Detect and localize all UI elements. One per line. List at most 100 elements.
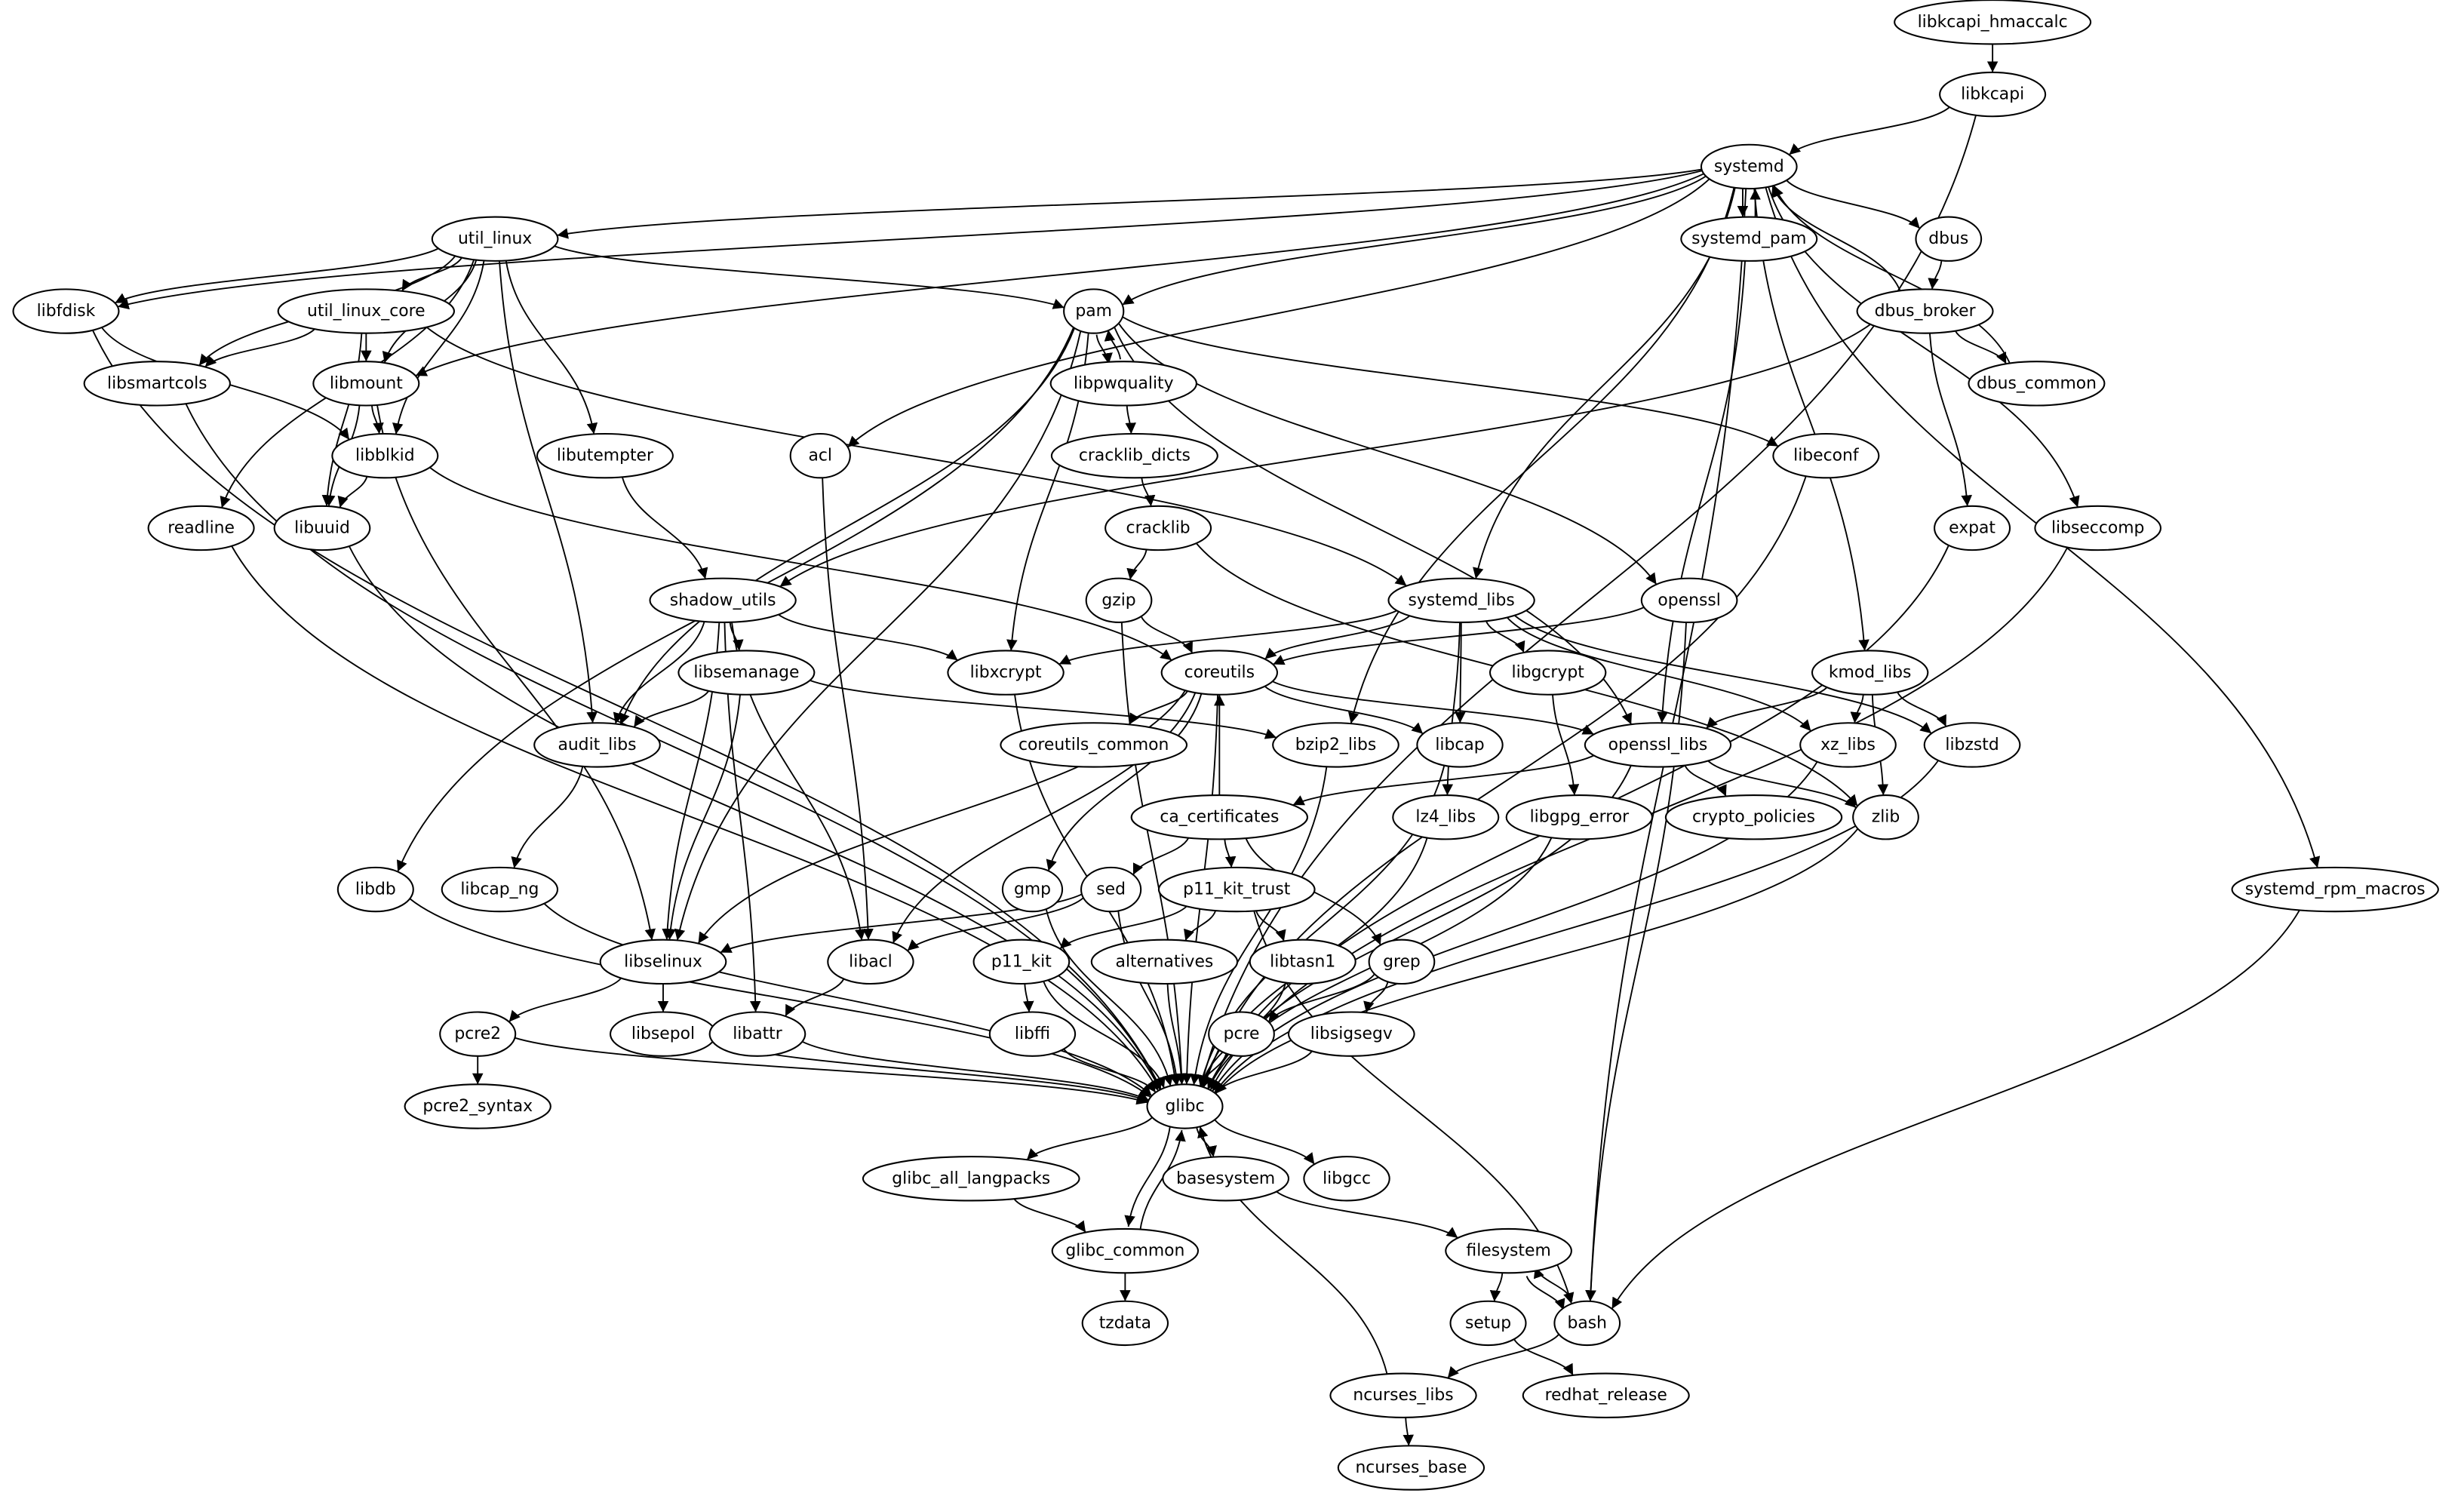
edge-p11-kit-trust-to-alternatives bbox=[1184, 910, 1217, 942]
node-label: libcap bbox=[1435, 736, 1484, 754]
node-label: p11_kit bbox=[991, 952, 1052, 971]
node-libgpg-error: libgpg_error bbox=[1505, 794, 1654, 840]
node-label: lz4_libs bbox=[1415, 808, 1476, 827]
node-cracklib: cracklib bbox=[1104, 505, 1212, 551]
node-label: ca_certificates bbox=[1160, 808, 1279, 827]
node-label: kmod_libs bbox=[1829, 663, 1912, 682]
edge-libffi-to-glibc bbox=[1063, 1048, 1157, 1093]
node-libutempter: libutempter bbox=[536, 432, 674, 479]
node-shape bbox=[708, 1011, 806, 1057]
edge-sed-to-glibc bbox=[1117, 911, 1182, 1085]
node-shape bbox=[1162, 1156, 1290, 1202]
node-libcap-ng: libcap_ng bbox=[441, 866, 559, 913]
edge-dbus-to-dbus-broker bbox=[1928, 260, 1943, 290]
node-label: tzdata bbox=[1099, 1313, 1151, 1332]
node-shape bbox=[1337, 1445, 1485, 1491]
node-label: ncurses_base bbox=[1355, 1458, 1467, 1477]
edge-glibc-to-glibc-all-langpacks bbox=[1026, 1117, 1153, 1160]
edge-libacl-to-libattr bbox=[785, 978, 845, 1017]
node-label: zlib bbox=[1872, 808, 1900, 827]
node-label: ncurses_libs bbox=[1353, 1386, 1453, 1405]
node-shape bbox=[1387, 577, 1535, 623]
node-libzstd: libzstd bbox=[1923, 722, 2021, 768]
edge-glibc-to-libgcc bbox=[1214, 1119, 1316, 1165]
edge-openssl-libs-to-crypto-policies bbox=[1684, 765, 1727, 797]
node-label: libffi bbox=[1015, 1025, 1050, 1043]
node-shape bbox=[1584, 722, 1732, 768]
node-label: redhat_release bbox=[1545, 1386, 1667, 1405]
node-label: audit_libs bbox=[558, 736, 636, 754]
node-shape bbox=[1287, 1011, 1415, 1057]
node-label: bash bbox=[1567, 1313, 1607, 1332]
node-libfdisk: libfdisk bbox=[12, 288, 120, 334]
node-shape bbox=[677, 650, 816, 696]
edge-dbus-common-to-systemd bbox=[1773, 185, 2011, 364]
node-shape bbox=[2034, 505, 2162, 551]
node-libacl: libacl bbox=[827, 939, 914, 985]
node-expat: expat bbox=[1934, 505, 2011, 551]
node-ncurses-base: ncurses_base bbox=[1337, 1445, 1485, 1491]
node-pcre2: pcre2 bbox=[439, 1011, 517, 1057]
edge-systemd-pam-to-openssl-libs bbox=[1657, 260, 1746, 723]
node-label: pam bbox=[1075, 302, 1112, 321]
edge-dbus-broker-to-shadow-utils bbox=[779, 324, 1871, 588]
node-shape bbox=[1640, 577, 1738, 623]
node-label: libsmartcols bbox=[107, 374, 207, 393]
node-shape bbox=[1680, 216, 1818, 262]
edge-grep-to-pcre bbox=[1267, 973, 1375, 1023]
node-pcre: pcre bbox=[1208, 1011, 1275, 1057]
edge-p11-kit-trust-to-libtasn1 bbox=[1255, 910, 1286, 942]
edge-pcre2-to-glibc bbox=[515, 1037, 1148, 1105]
edge-libselinux-to-pcre2 bbox=[508, 977, 622, 1023]
node-libattr: libattr bbox=[708, 1011, 806, 1057]
node-shape bbox=[431, 216, 559, 262]
node-label: libgpg_error bbox=[1530, 808, 1630, 827]
node-bash: bash bbox=[1553, 1300, 1621, 1347]
node-redhat-release: redhat_release bbox=[1522, 1372, 1690, 1418]
edge-zlib-to-glibc bbox=[1215, 828, 1859, 1095]
node-gzip: gzip bbox=[1085, 577, 1153, 623]
edge-libutempter-to-shadow-utils bbox=[621, 477, 708, 579]
node-shape bbox=[1505, 794, 1654, 840]
node-label: util_linux_core bbox=[307, 302, 426, 321]
node-setup: setup bbox=[1449, 1300, 1527, 1347]
node-label: libxcrypt bbox=[970, 663, 1042, 682]
node-label: pcre bbox=[1224, 1025, 1260, 1043]
edge-p11-kit-trust-to-p11-kit bbox=[1059, 905, 1187, 950]
node-shape bbox=[1050, 432, 1218, 479]
node-shape bbox=[1664, 794, 1843, 840]
node-shape bbox=[336, 866, 414, 913]
edge-util-linux-to-pam bbox=[554, 245, 1065, 309]
node-shape bbox=[1368, 939, 1436, 985]
node-shape bbox=[1489, 650, 1607, 696]
node-label: coreutils_common bbox=[1018, 736, 1169, 754]
node-shape bbox=[312, 361, 420, 407]
edge-libsemanage-to-bzip2-libs bbox=[810, 680, 1277, 739]
edge-libmount-to-libselinux bbox=[376, 404, 656, 941]
edge-gzip-to-glibc bbox=[1120, 622, 1187, 1085]
node-label: libkcapi bbox=[1961, 85, 2024, 104]
node-shape bbox=[1449, 1300, 1527, 1347]
node-shape bbox=[1445, 1227, 1572, 1274]
edge-glibc-to-glibc-common bbox=[1124, 1125, 1172, 1227]
edge-util-linux-core-to-libsmartcols bbox=[204, 328, 315, 368]
node-shape bbox=[83, 361, 231, 407]
node-openssl-libs: openssl_libs bbox=[1584, 722, 1732, 768]
edge-dbus-broker-to-expat bbox=[1928, 333, 1972, 507]
edge-util-linux-to-libfdisk bbox=[114, 247, 439, 304]
node-label: libsepol bbox=[631, 1025, 695, 1043]
node-libcap: libcap bbox=[1416, 722, 1504, 768]
node-label: coreutils bbox=[1184, 663, 1255, 682]
edge-coreutils-to-coreutils-common bbox=[1128, 690, 1188, 725]
edge-libblkid-to-libuuid bbox=[337, 476, 368, 508]
edge-systemd-libs-to-lz4-libs bbox=[1442, 622, 1461, 796]
node-openssl: openssl bbox=[1640, 577, 1738, 623]
node-shape bbox=[1852, 794, 1919, 840]
node-libeconf: libeconf bbox=[1772, 432, 1880, 479]
node-libblkid: libblkid bbox=[331, 432, 439, 479]
edge-libgcrypt-to-libgpg-error bbox=[1552, 694, 1580, 796]
edge-shadow-utils-to-audit-libs bbox=[613, 621, 705, 724]
node-libseccomp: libseccomp bbox=[2034, 505, 2162, 551]
edge-coreutils-to-gmp bbox=[1046, 693, 1203, 871]
